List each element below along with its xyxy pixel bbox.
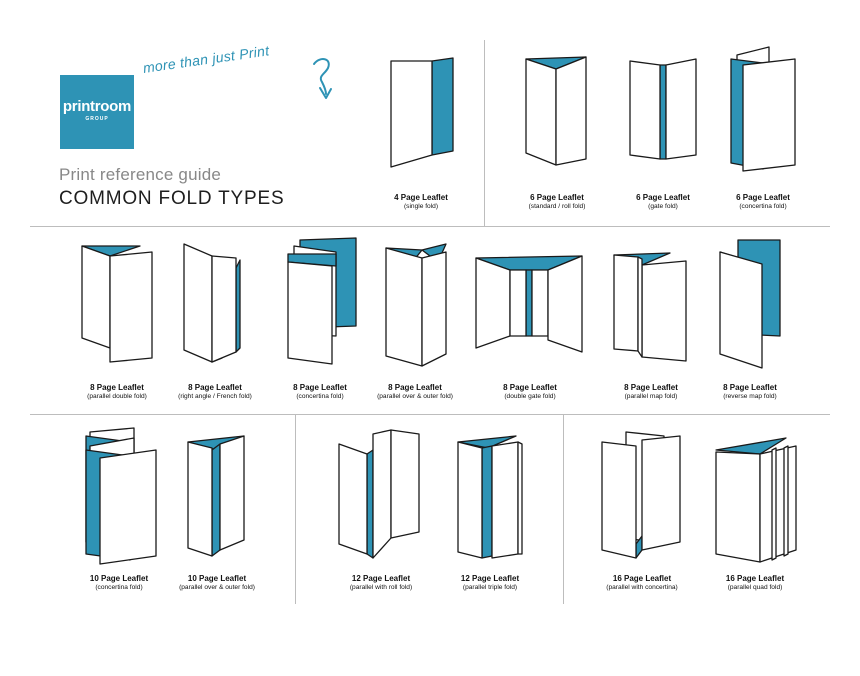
fold-desc: (gate fold) <box>648 203 678 210</box>
fold-illustration-reverse-map <box>719 239 781 369</box>
fold-name: 8 Page Leaflet <box>90 383 144 392</box>
logo-subtext: GROUP <box>85 116 109 122</box>
fold-caption: 8 Page Leaflet(double gate fold) <box>455 383 605 401</box>
fold-illustration-parallel-double <box>81 245 153 363</box>
fold-name: 8 Page Leaflet <box>188 383 242 392</box>
fold-illustration-concertina-10 <box>85 427 157 565</box>
fold-desc: (parallel with concertina) <box>606 584 678 591</box>
fold-illustration-roll <box>525 56 587 166</box>
fold-desc: (right angle / French fold) <box>178 393 252 400</box>
fold-illustration-parallel-map <box>613 252 687 362</box>
fold-desc: (parallel triple fold) <box>462 584 518 591</box>
fold-illustration-over-outer-10 <box>187 435 245 557</box>
fold-desc: (parallel over & outer fold) <box>179 584 255 591</box>
fold-caption: 8 Page Leaflet(reverse map fold) <box>675 383 825 401</box>
fold-caption: 6 Page Leaflet(concertina fold) <box>688 193 838 211</box>
fold-illustration-parallel-triple <box>457 435 523 559</box>
fold-name: 6 Page Leaflet <box>736 193 790 202</box>
fold-caption: 10 Page Leaflet(parallel over & outer fo… <box>142 574 292 592</box>
fold-caption: 8 Page Leaflet(concertina fold) <box>245 383 395 401</box>
fold-desc: (parallel map fold) <box>624 393 678 400</box>
fold-desc: (standard / roll fold) <box>528 203 586 210</box>
fold-name: 10 Page Leaflet <box>187 574 247 583</box>
fold-illustration-parallel-quad <box>715 437 797 563</box>
column-divider-bottom-1 <box>295 414 296 604</box>
column-divider-bottom-2 <box>563 414 564 604</box>
fold-name: 8 Page Leaflet <box>503 383 557 392</box>
fold-name: 6 Page Leaflet <box>530 193 584 202</box>
fold-name: 8 Page Leaflet <box>388 383 442 392</box>
fold-desc: (parallel double fold) <box>87 393 147 400</box>
tagline: more than just Print <box>141 42 271 76</box>
fold-caption: 6 Page Leaflet(gate fold) <box>588 193 738 211</box>
printroom-logo: printroom GROUP <box>60 75 134 149</box>
fold-illustration-concertina-6 <box>730 46 796 172</box>
logo-text: printroom <box>62 98 132 115</box>
fold-name: 6 Page Leaflet <box>636 193 690 202</box>
fold-caption: 16 Page Leaflet(parallel with concertina… <box>567 574 717 592</box>
fold-caption: 4 Page Leaflet(single fold) <box>346 193 496 211</box>
fold-name: 12 Page Leaflet <box>460 574 520 583</box>
fold-caption: 8 Page Leaflet(parallel map fold) <box>576 383 726 401</box>
fold-desc: (concertina fold) <box>95 584 143 591</box>
curly-arrow-icon <box>313 58 332 99</box>
fold-desc: (parallel with roll fold) <box>349 584 413 591</box>
fold-name: 8 Page Leaflet <box>293 383 347 392</box>
fold-caption: 8 Page Leaflet(parallel double fold) <box>42 383 192 401</box>
fold-caption: 6 Page Leaflet(standard / roll fold) <box>482 193 632 211</box>
row-divider-2 <box>30 414 830 415</box>
fold-name: 8 Page Leaflet <box>723 383 777 392</box>
fold-desc: (concertina fold) <box>296 393 344 400</box>
fold-desc: (concertina fold) <box>739 203 787 210</box>
fold-illustration-concertina-8 <box>287 237 357 365</box>
fold-name: 16 Page Leaflet <box>612 574 672 583</box>
fold-illustration-parallel-roll <box>338 429 420 559</box>
fold-caption: 16 Page Leaflet(parallel quad fold) <box>680 574 830 592</box>
fold-desc: (reverse map fold) <box>723 393 777 400</box>
fold-caption: 8 Page Leaflet(right angle / French fold… <box>140 383 290 401</box>
fold-name: 10 Page Leaflet <box>89 574 149 583</box>
row-divider-1 <box>30 226 830 227</box>
column-divider-top <box>484 40 485 226</box>
fold-desc: (parallel over & outer fold) <box>377 393 453 400</box>
fold-illustration-single <box>390 57 454 168</box>
fold-illustration-gate <box>629 58 697 160</box>
page-title: COMMON FOLD TYPES <box>59 188 285 209</box>
fold-caption: 10 Page Leaflet(concertina fold) <box>44 574 194 592</box>
fold-caption: 12 Page Leaflet(parallel triple fold) <box>415 574 565 592</box>
fold-name: 4 Page Leaflet <box>394 193 448 202</box>
fold-illustration-double-gate <box>475 255 583 353</box>
fold-name: 16 Page Leaflet <box>725 574 785 583</box>
fold-name: 8 Page Leaflet <box>624 383 678 392</box>
fold-illustration-over-outer <box>385 243 447 367</box>
fold-desc: (parallel quad fold) <box>727 584 783 591</box>
fold-caption: 12 Page Leaflet(parallel with roll fold) <box>306 574 456 592</box>
fold-name: 12 Page Leaflet <box>351 574 411 583</box>
fold-illustration-french <box>183 243 241 363</box>
fold-desc: (double gate fold) <box>504 393 556 400</box>
page-subtitle: Print reference guide <box>59 165 222 184</box>
fold-caption: 8 Page Leaflet(parallel over & outer fol… <box>340 383 490 401</box>
fold-illustration-parallel-concertina <box>601 431 681 559</box>
fold-desc: (single fold) <box>403 203 439 210</box>
